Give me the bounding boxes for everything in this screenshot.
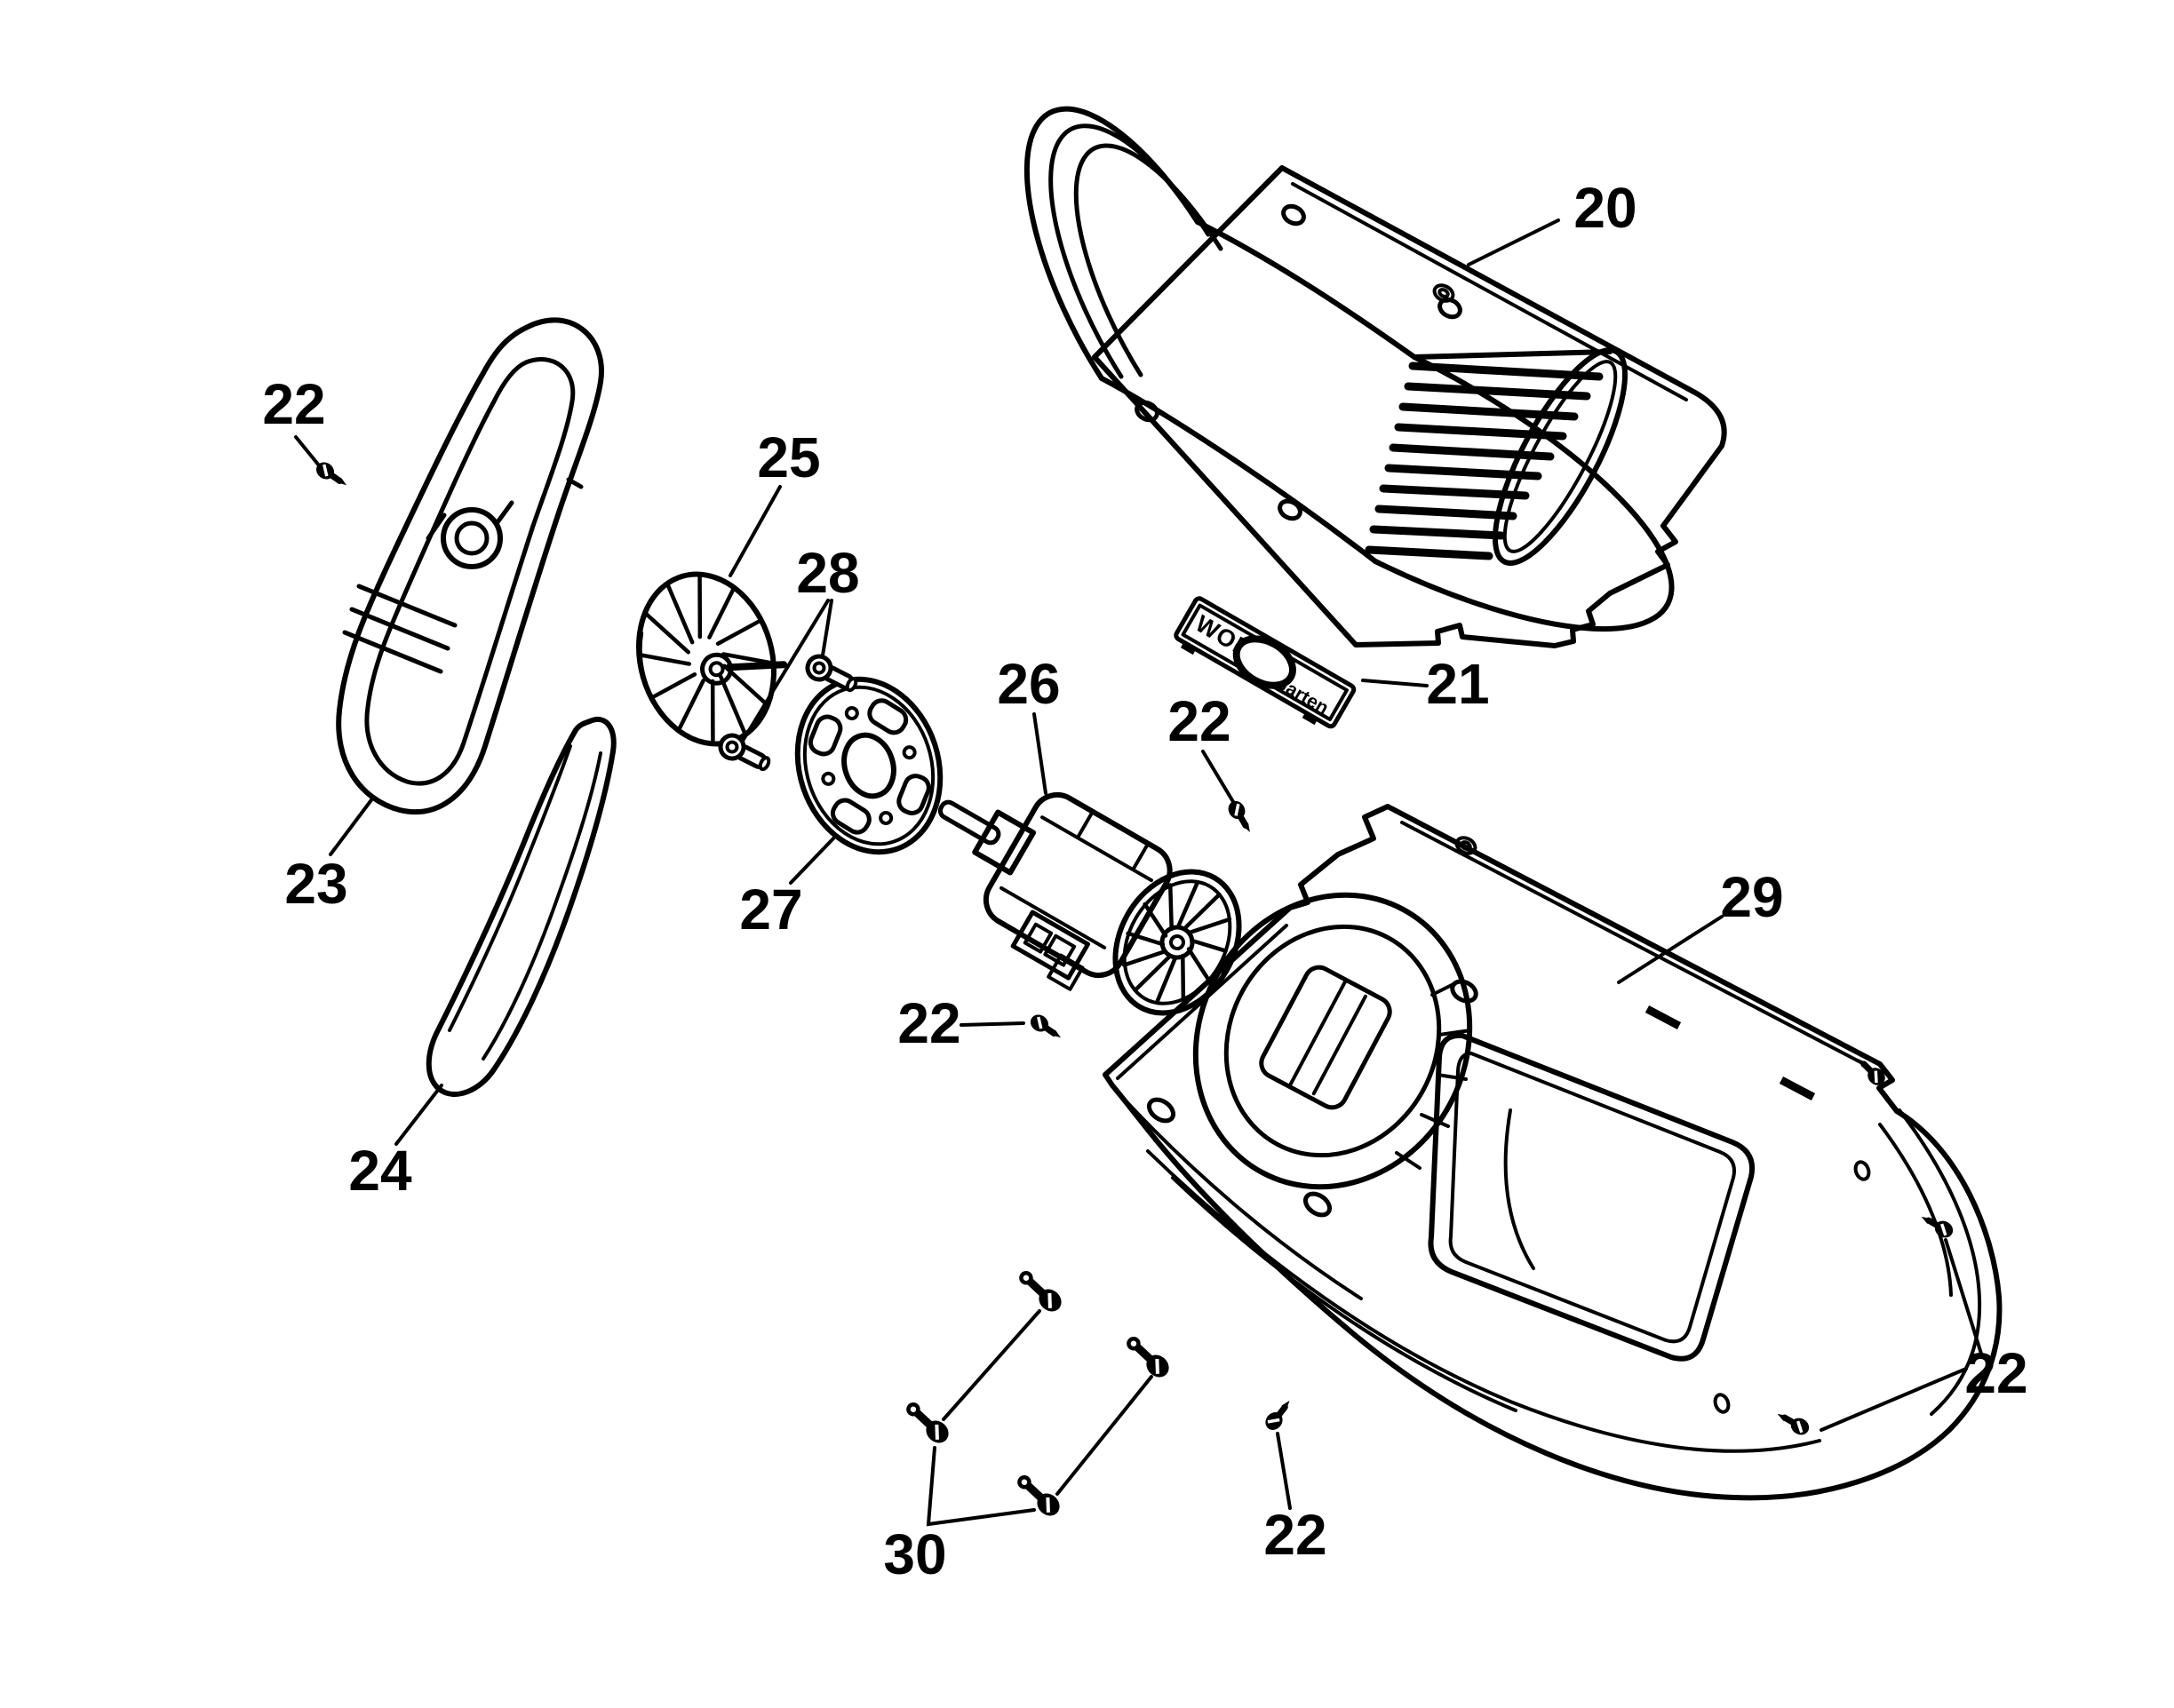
part-label-22: 22 <box>1964 1341 2027 1405</box>
leader-line-part-22 <box>1201 750 1237 806</box>
belt-cover-part-23 <box>336 317 604 815</box>
fan-impeller-part-25 <box>636 571 788 747</box>
leader-line-part-22 <box>1276 1432 1292 1510</box>
housing-recess-panel <box>1428 1032 1755 1362</box>
leader-line-part-22 <box>960 1021 1025 1027</box>
screw-part-22 <box>1777 1413 1810 1435</box>
cover-eyelet <box>1432 283 1455 303</box>
fasteners <box>315 462 1954 1516</box>
leader-line-part-28 <box>820 599 833 663</box>
part-label-30: 30 <box>883 1522 946 1586</box>
leader-line-part-24 <box>394 1084 443 1146</box>
electric-motor-part-26 <box>937 791 1242 1016</box>
part-number-labels: 20 21 22 22 22 22 22 23 24 25 26 27 28 29 30 <box>262 176 2027 1586</box>
leader-line-part-21 <box>1361 679 1429 687</box>
screw-part-22 <box>1030 1014 1062 1038</box>
screw-part-30 <box>1127 1337 1169 1378</box>
leader-line-part-28 <box>741 599 830 743</box>
part-label-27: 27 <box>739 878 802 941</box>
part-label-22: 22 <box>1263 1503 1326 1567</box>
screw-group-line <box>1055 1375 1153 1496</box>
screw-part-30 <box>906 1402 949 1443</box>
drive-belt-part-24 <box>426 717 617 1097</box>
pulley-disc-part-27 <box>794 676 944 855</box>
part-label-22: 22 <box>897 991 960 1055</box>
part-label-22: 22 <box>1167 689 1230 753</box>
part-label-21: 21 <box>1426 652 1489 716</box>
leader-line-part-23 <box>329 796 375 856</box>
leader-line-part-30 <box>926 1446 1036 1527</box>
part-label-24: 24 <box>348 1139 412 1203</box>
badge-oval <box>1232 635 1296 689</box>
screw-part-22 <box>1921 1216 1954 1238</box>
motor-cavity <box>1192 892 1473 1190</box>
screw-part-22 <box>1228 800 1250 832</box>
callout-leader-lines <box>294 218 1983 1527</box>
badge-foot <box>1180 640 1198 655</box>
leader-line-part-22 <box>1820 1367 1968 1432</box>
screw-part-28 <box>805 654 858 693</box>
part-label-29: 29 <box>1720 865 1783 929</box>
leader-line-part-22 <box>1944 1238 1983 1355</box>
screw-part-30 <box>1019 1271 1062 1312</box>
screw-part-30 <box>1017 1475 1060 1516</box>
leader-line-part-26 <box>1032 712 1047 795</box>
part-label-22: 22 <box>262 372 325 436</box>
part-label-20: 20 <box>1573 176 1636 240</box>
part-label-28: 28 <box>796 541 859 605</box>
screw-part-22 <box>1858 1058 1885 1085</box>
leader-line-part-22 <box>294 435 321 467</box>
lower-housing-part-29 <box>1103 804 2003 1501</box>
screw-connector-lines <box>942 1309 1153 1496</box>
part-label-26: 26 <box>997 652 1060 716</box>
leader-line-part-20 <box>1467 218 1560 266</box>
leader-line-part-25 <box>729 485 782 577</box>
screw-group-line <box>942 1309 1041 1421</box>
motor-cover-part-20 <box>1023 106 1727 648</box>
screw-part-22 <box>315 462 347 486</box>
vent-ribs <box>1365 361 1604 560</box>
badge-foot <box>1302 711 1319 726</box>
part-label-25: 25 <box>757 425 820 489</box>
leader-line-part-29 <box>1617 915 1724 984</box>
screw-part-22 <box>1265 1400 1290 1430</box>
screw-part-28 <box>718 733 771 772</box>
part-label-23: 23 <box>284 852 347 916</box>
leader-line-part-27 <box>789 837 835 885</box>
